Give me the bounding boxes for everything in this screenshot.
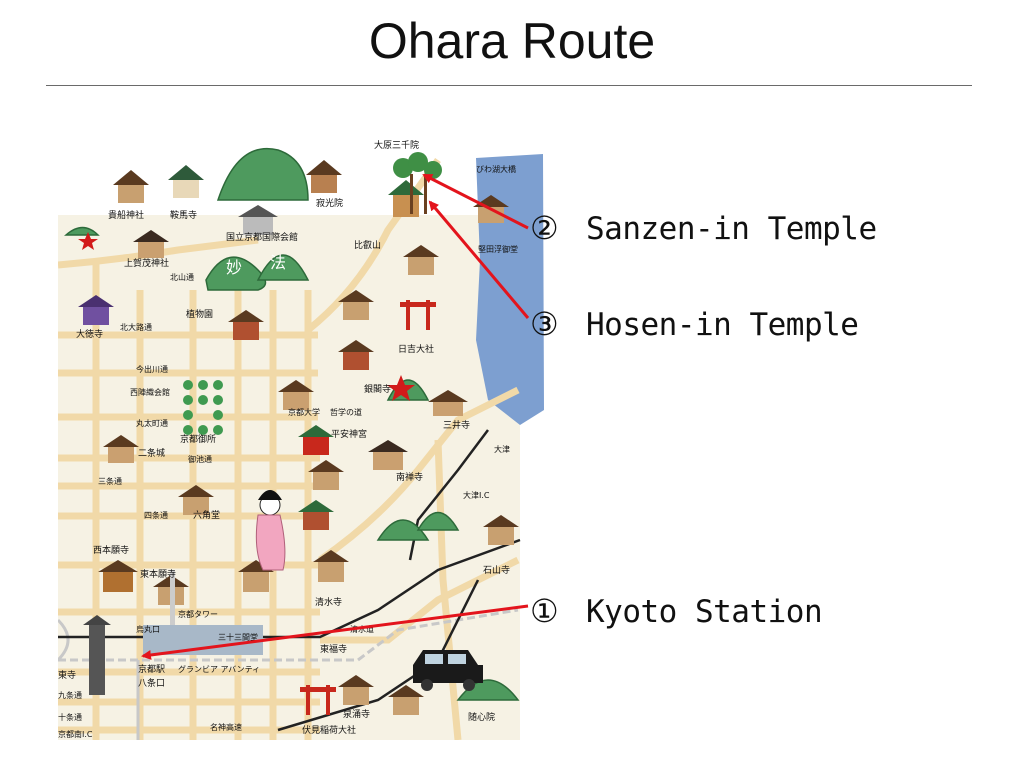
label-karasuma: 烏丸口 — [136, 624, 160, 634]
label-kifune: 貴船神社 — [108, 209, 144, 221]
kyoto-station-building — [143, 625, 263, 655]
label-hieizan: 比叡山 — [354, 239, 381, 251]
label-otsu-ic: 大津I.C — [463, 490, 490, 500]
maiko-figure — [255, 490, 286, 571]
taxi — [413, 650, 483, 691]
label-kurama: 鞍馬寺 — [170, 209, 197, 221]
route-stop-kyoto-station: ① Kyoto Station — [530, 592, 823, 630]
label-zuishinin: 随心院 — [468, 711, 495, 723]
label-kitayama: 北山通 — [170, 272, 194, 282]
kyoto-illustrated-map: 妙 法 — [58, 140, 548, 740]
arrow-sanzenin — [422, 173, 529, 230]
label-heian: 平安神宮 — [331, 428, 367, 440]
map-labels: 大原三千院 びわ湖大橋 貴船神社 鞍馬寺 寂光院 国立京都国際会館 比叡山 堅田… — [58, 140, 518, 739]
label-nishihonganji: 西本願寺 — [93, 544, 129, 556]
label-sanjusangendo: 三十三間堂 — [218, 632, 258, 642]
stop-name: Hosen-in Temple — [586, 307, 859, 343]
label-ohara: 大原三千院 — [374, 140, 419, 151]
label-meishin: 名神高速 — [210, 722, 242, 732]
label-nanzenji: 南禅寺 — [396, 471, 423, 483]
slide-title: Ohara Route — [368, 13, 656, 69]
label-tofukuji: 東福寺 — [320, 643, 347, 655]
label-kamigamo: 上賀茂神社 — [124, 257, 169, 269]
label-jujo: 十条通 — [58, 712, 82, 722]
label-hiyoshi: 日吉大社 — [398, 343, 434, 355]
label-shokubutsuen: 植物園 — [186, 308, 213, 320]
arrow-hosenin — [428, 200, 530, 319]
daimonji-marks: 妙 法 — [78, 232, 415, 401]
label-kokuritsu: 国立京都国際会館 — [226, 231, 298, 243]
label-fushimi: 伏見稲荷大社 — [302, 724, 356, 736]
route-stop-hosenin: ③ Hosen-in Temple — [530, 305, 859, 343]
label-jakkoin: 寂光院 — [316, 197, 343, 209]
label-kitaoji: 北大路通 — [120, 322, 152, 332]
label-sennyuji: 泉涌寺 — [343, 708, 370, 720]
label-aventi: グランビア アバンティ — [178, 664, 260, 674]
label-ishiyama: 石山寺 — [483, 565, 510, 576]
label-rokkakudo: 六角堂 — [193, 509, 220, 521]
label-imadegawa: 今出川通 — [136, 364, 168, 374]
label-miidera: 三井寺 — [443, 419, 470, 431]
gosho-trees — [183, 380, 223, 435]
kyoto-tower — [170, 570, 175, 625]
label-marutamachi: 丸太町通 — [136, 418, 168, 428]
label-hachijo: 八条口 — [138, 677, 165, 689]
label-biwako: びわ湖大橋 — [476, 164, 516, 174]
label-oike: 御池通 — [188, 454, 212, 464]
label-kujo: 九条通 — [58, 690, 82, 700]
temple-buildings — [78, 160, 519, 715]
label-shijo: 四条通 — [144, 510, 168, 520]
svg-text:法: 法 — [270, 253, 286, 272]
label-higashihonganji: 東本願寺 — [140, 568, 176, 580]
stop-name: Sanzen-in Temple — [586, 211, 877, 247]
label-otsu: 大津 — [494, 444, 510, 454]
label-daitokuji: 大徳寺 — [76, 328, 103, 340]
label-toji: 東寺 — [58, 669, 76, 681]
stop-name: Kyoto Station — [586, 594, 823, 630]
label-kyoto-station: 京都駅 — [138, 663, 165, 675]
route-stop-sanzenin: ② Sanzen-in Temple — [530, 209, 877, 247]
stop-number: ③ — [530, 305, 559, 343]
svg-text:妙: 妙 — [226, 258, 242, 277]
label-sanjo: 三条通 — [98, 476, 122, 486]
arrow-kyoto-station — [141, 604, 529, 660]
label-tetsugaku: 哲学の道 — [330, 407, 362, 417]
label-kyoto-tower: 京都タワー — [178, 609, 218, 619]
label-minami-ic: 京都南I.C — [58, 729, 93, 739]
label-ginkakuji: 銀閣寺 — [364, 383, 391, 395]
label-gosho: 京都御所 — [180, 433, 216, 445]
label-nishijin: 西陣織会館 — [130, 387, 170, 397]
label-nijojo: 二条城 — [138, 447, 165, 459]
label-katata: 堅田浮御堂 — [478, 244, 518, 254]
stop-number: ② — [530, 209, 559, 247]
stop-number: ① — [530, 592, 559, 630]
label-kyodai: 京都大学 — [288, 407, 320, 417]
title-divider — [46, 85, 972, 86]
mountains — [64, 147, 520, 701]
label-kiyomizu: 清水寺 — [315, 596, 342, 608]
